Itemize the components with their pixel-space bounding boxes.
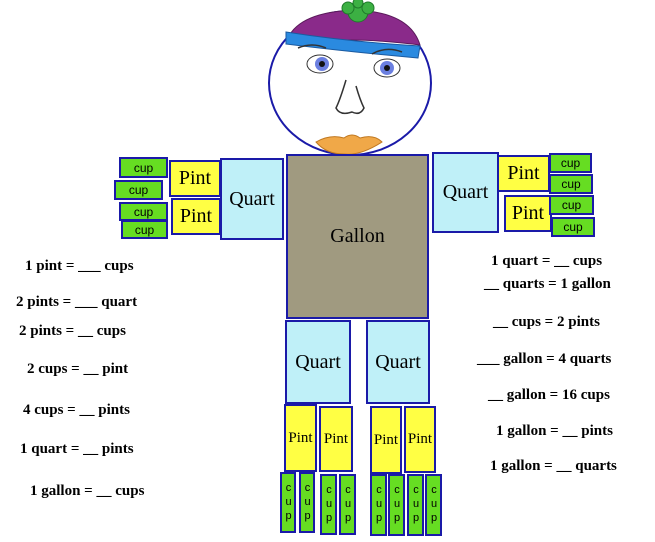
question-left-4: 2 cups = __ pint: [27, 361, 129, 377]
pompom-icon: [341, 0, 375, 23]
foot-cup-5: cup: [370, 474, 387, 536]
leg-pint-3: Pint: [370, 406, 402, 474]
left-cup-1: cup: [119, 157, 168, 178]
right-cup-2: cup: [549, 174, 593, 194]
gallon-body: Gallon: [286, 154, 429, 319]
right-pint-1: Pint: [497, 155, 550, 192]
question-right-1: 1 quart = __ cups: [491, 253, 603, 269]
question-right-3: __ cups = 2 pints: [493, 314, 600, 330]
foot-cup-4: cup: [339, 474, 356, 535]
foot-cup-2: cup: [299, 472, 315, 533]
left-leg-quart: Quart: [285, 320, 351, 404]
nose: [335, 79, 365, 115]
foot-cup-1: cup: [280, 472, 296, 533]
left-cup-2: cup: [114, 180, 163, 200]
hat-band: [285, 31, 421, 59]
question-right-5: __ gallon = 16 cups: [488, 387, 610, 403]
question-left-2: 2 pints = ___ quart: [16, 294, 138, 310]
right-pint-2: Pint: [504, 195, 552, 232]
question-left-7: 1 gallon = __ cups: [30, 483, 145, 499]
right-cup-4: cup: [551, 217, 595, 237]
left-cup-4: cup: [121, 220, 168, 239]
left-pint-1: Pint: [169, 160, 221, 197]
left-pint-2: Pint: [171, 198, 221, 235]
leg-pint-2: Pint: [319, 406, 353, 472]
foot-cup-6: cup: [388, 474, 405, 536]
question-left-3: 2 pints = __ cups: [19, 323, 126, 339]
right-cup-3: cup: [549, 195, 594, 215]
lips: [315, 134, 383, 155]
left-cup-3: cup: [119, 202, 168, 221]
foot-cup-7: cup: [407, 474, 424, 536]
question-left-6: 1 quart = __ pints: [20, 441, 134, 457]
question-right-7: 1 gallon = __ quarts: [490, 458, 617, 474]
question-left-1: 1 pint = ___ cups: [25, 258, 134, 274]
head-drawing: [268, 0, 432, 156]
question-right-6: 1 gallon = __ pints: [496, 423, 613, 439]
leg-pint-4: Pint: [404, 406, 436, 473]
foot-cup-8: cup: [425, 474, 442, 536]
leg-pint-1: Pint: [284, 404, 317, 472]
question-right-2: __ quarts = 1 gallon: [484, 276, 611, 292]
right-cup-1: cup: [549, 153, 592, 173]
question-left-5: 4 cups = __ pints: [23, 402, 130, 418]
right-quart: Quart: [432, 152, 499, 233]
left-quart: Quart: [220, 158, 284, 240]
foot-cup-3: cup: [320, 474, 337, 535]
question-right-4: ___ gallon = 4 quarts: [477, 351, 612, 367]
right-leg-quart: Quart: [366, 320, 430, 404]
